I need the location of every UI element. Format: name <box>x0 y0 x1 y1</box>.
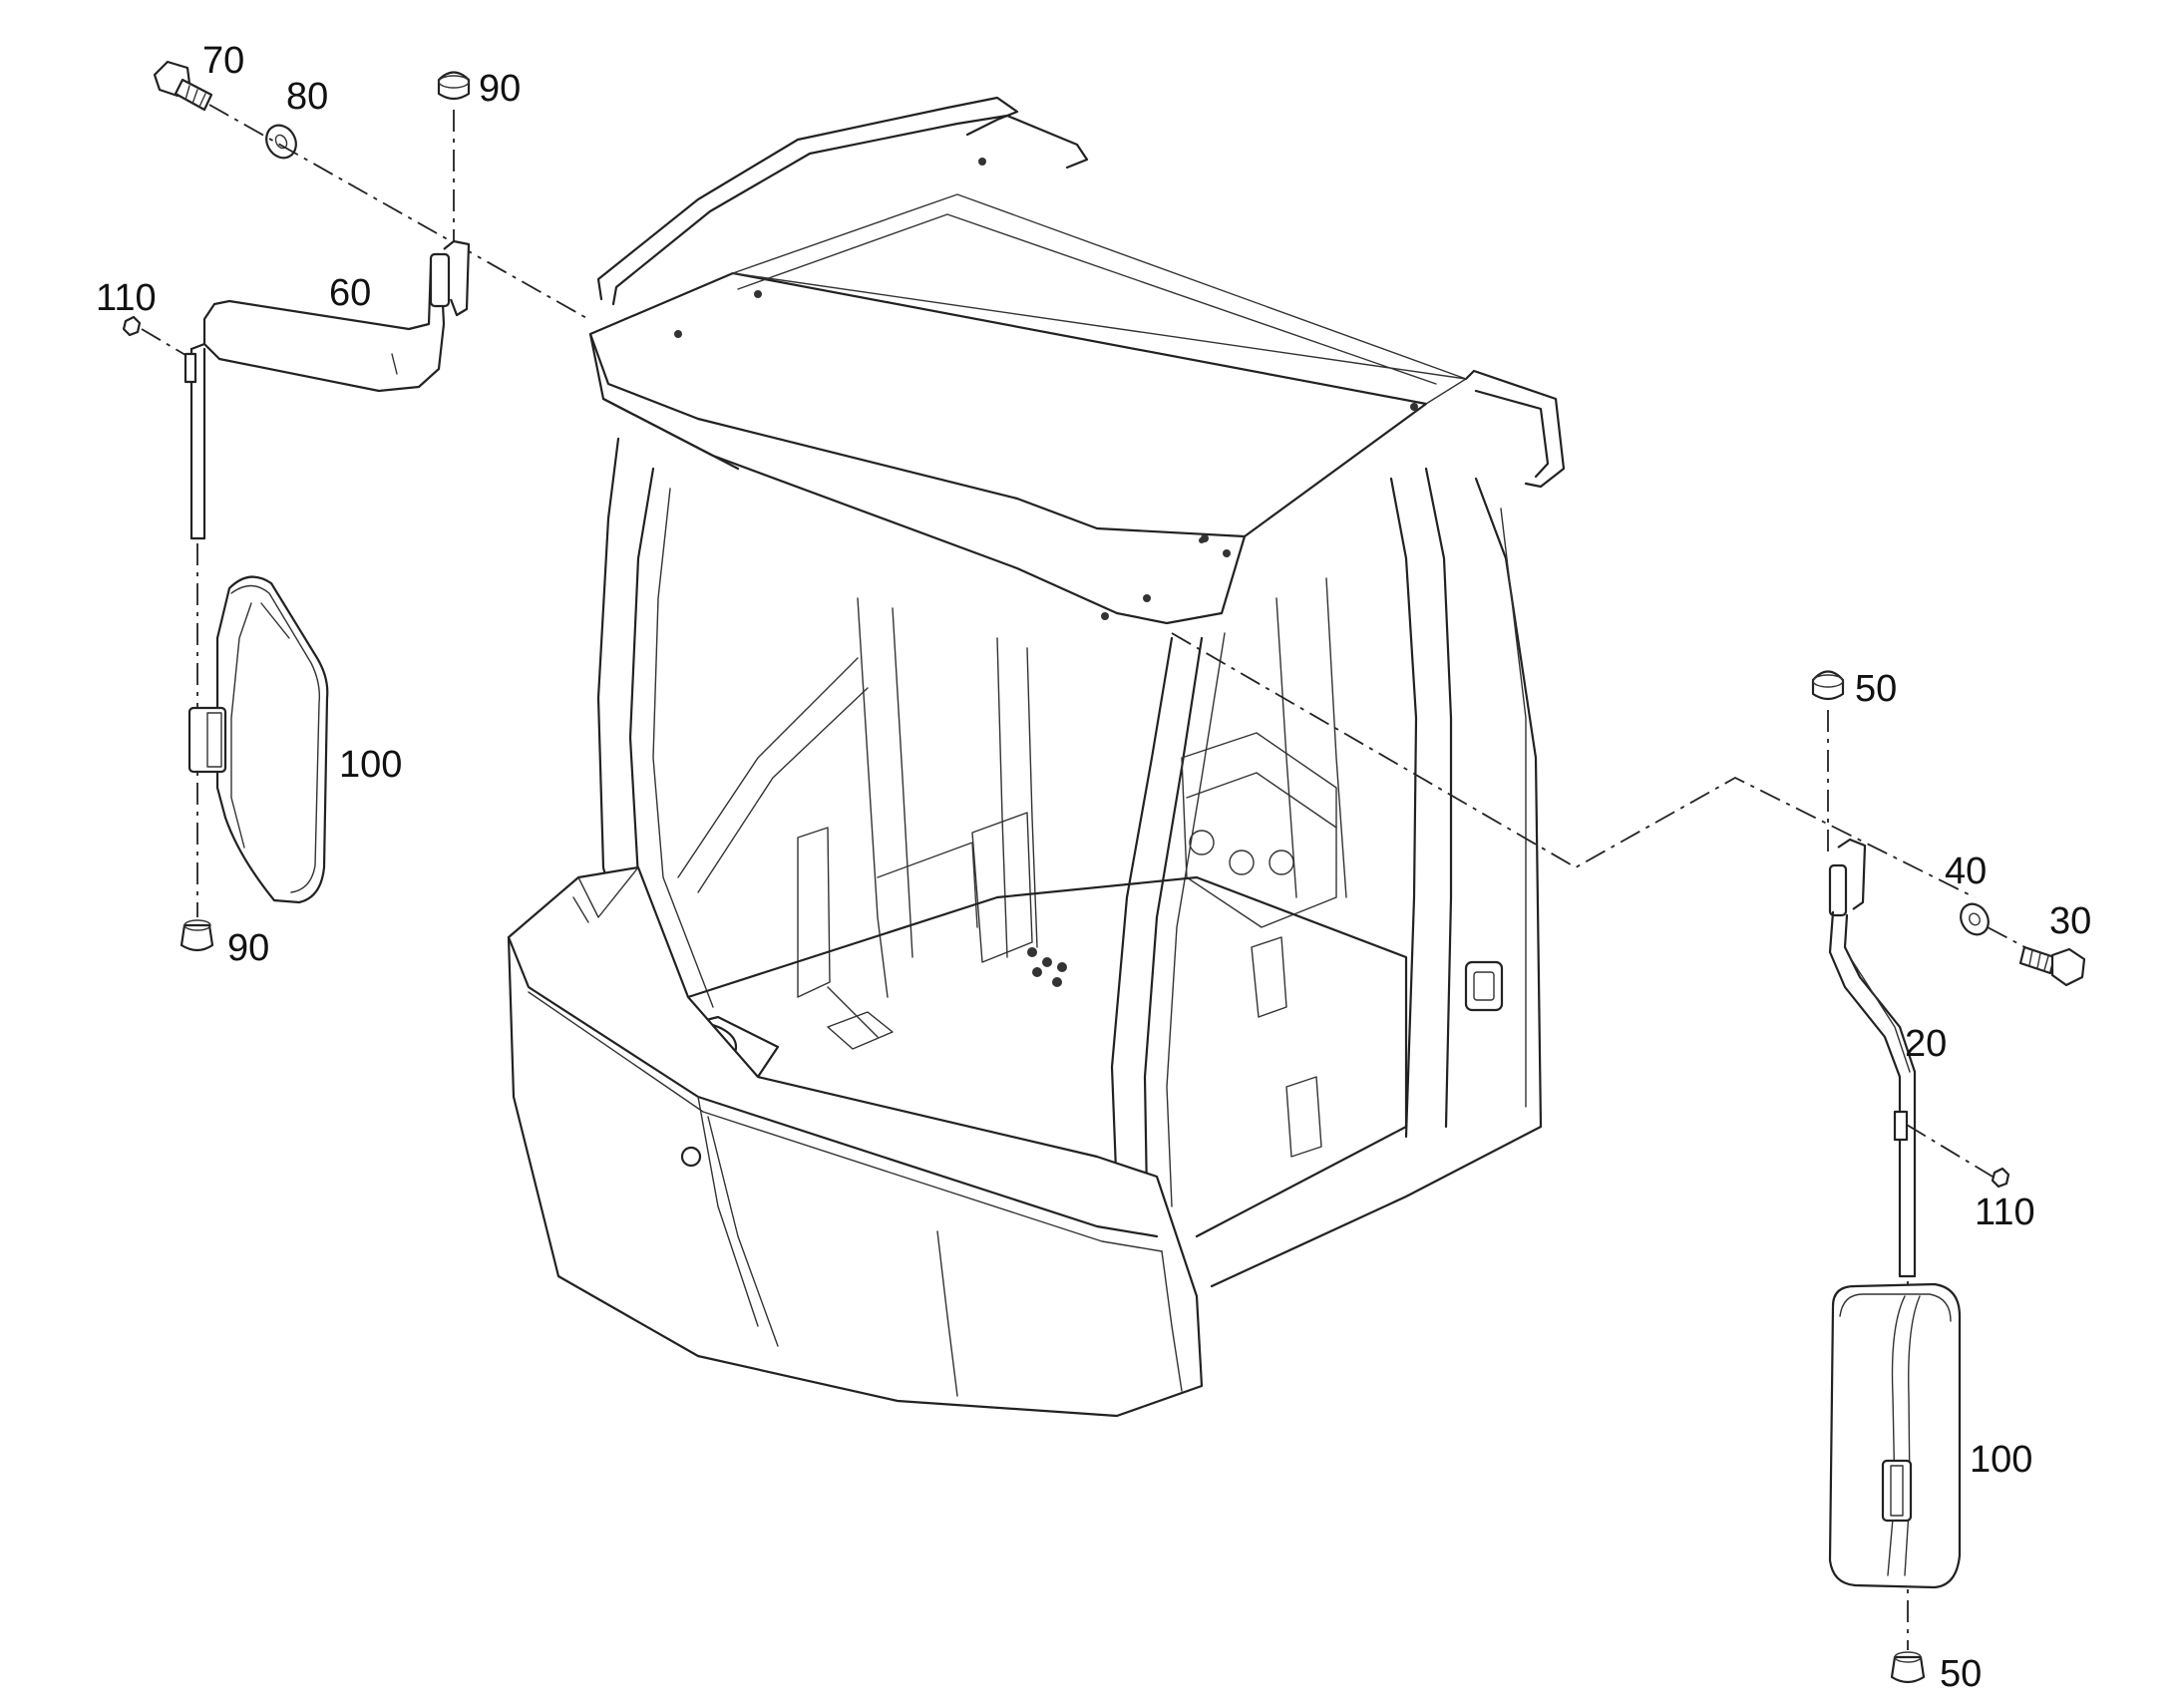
part-label-40: 40 <box>1945 851 1988 892</box>
part-label-20: 20 <box>1905 1023 1948 1065</box>
part-label-100-left: 100 <box>339 744 403 786</box>
mirror-icon <box>1828 1282 1962 1589</box>
cap-icon <box>180 919 214 952</box>
bolt-icon <box>153 60 213 112</box>
nut-icon <box>1991 1167 2010 1189</box>
washer-icon <box>1960 902 1990 936</box>
part-label-90-top: 90 <box>479 68 522 110</box>
part-label-70: 70 <box>202 40 245 82</box>
nut-icon <box>122 315 142 337</box>
left-mirror-assembly <box>122 60 589 952</box>
part-label-110-right: 110 <box>1975 1192 2035 1233</box>
part-label-80: 80 <box>286 76 329 118</box>
part-label-50-top: 50 <box>1855 668 1898 710</box>
part-label-50-bottom: 50 <box>1940 1653 1983 1695</box>
cab-body <box>507 96 1566 1418</box>
part-label-30: 30 <box>2049 900 2092 942</box>
mirror-icon <box>187 575 329 904</box>
cap-icon <box>437 71 471 101</box>
right-mirror-assembly <box>1171 632 2086 1684</box>
part-label-90-bottom: 90 <box>227 927 270 969</box>
mirror-arm-icon <box>183 239 471 540</box>
part-label-60: 60 <box>329 272 372 314</box>
mirror-arm-icon <box>1828 838 1917 1278</box>
part-label-110-left: 110 <box>96 277 157 319</box>
cap-icon <box>1811 670 1845 701</box>
part-label-100-right: 100 <box>1970 1439 2033 1481</box>
washer-icon <box>265 124 297 160</box>
bolt-icon <box>2018 945 2086 987</box>
cap-icon <box>1890 1651 1926 1684</box>
